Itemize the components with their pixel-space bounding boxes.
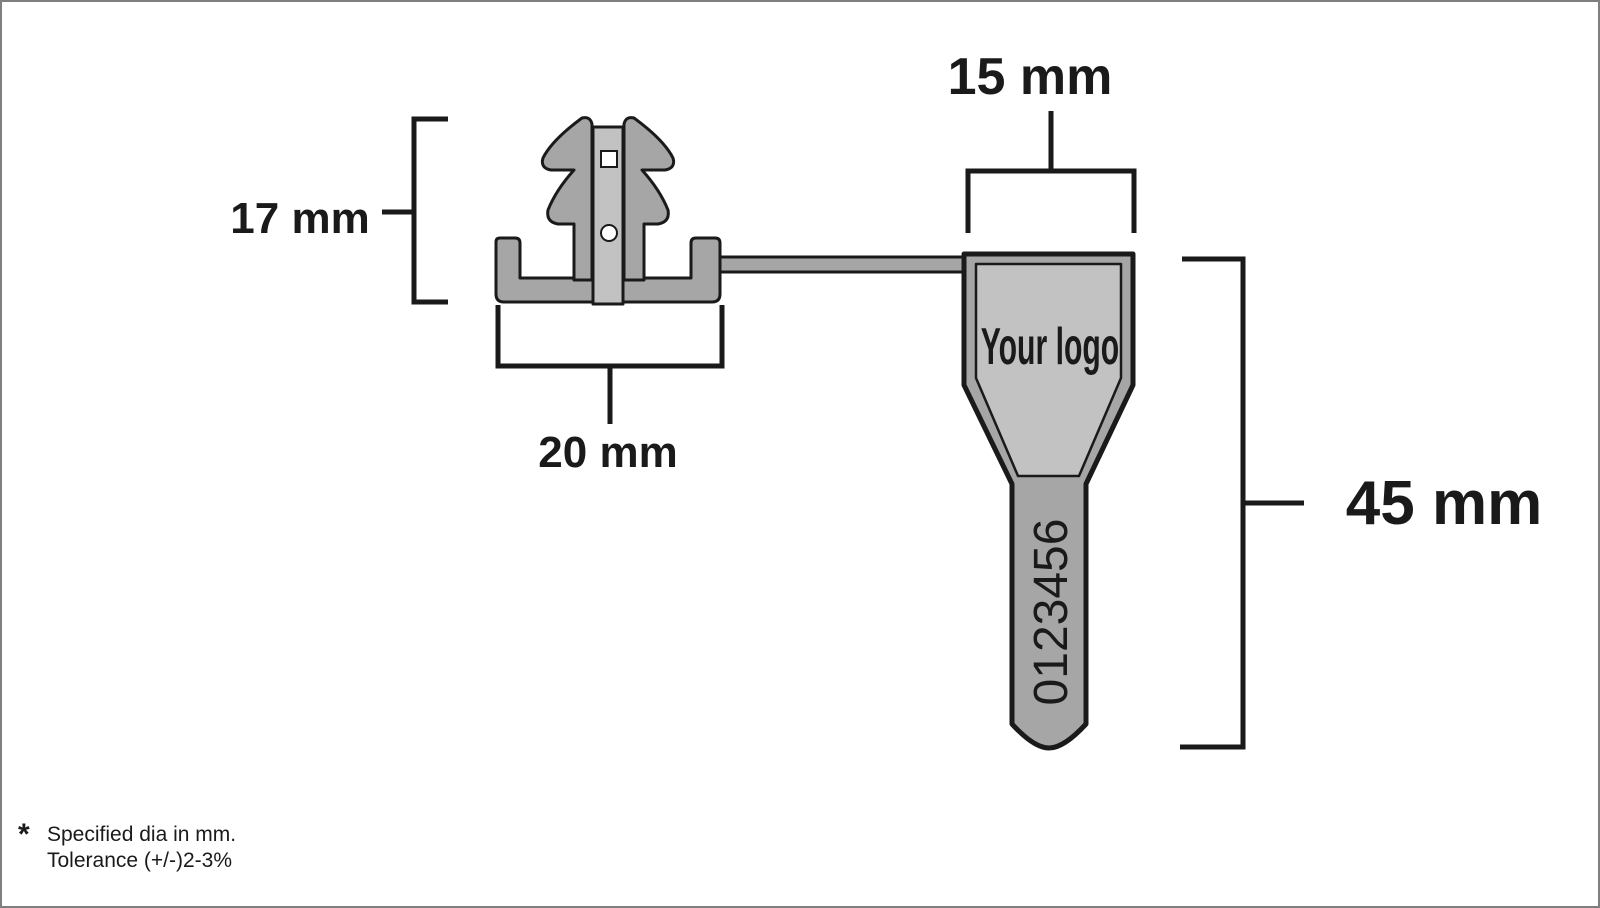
dimension-head-height: 17 mm	[230, 116, 448, 305]
locking-head	[494, 116, 722, 306]
head-base	[494, 236, 722, 304]
asterisk-icon: *	[18, 818, 30, 851]
label-tag-height: 45 mm	[1346, 469, 1542, 538]
footnote-line-tolerance: Tolerance (+/-)2-3%	[47, 849, 232, 872]
footnote: * Specified dia in mm. Tolerance (+/-)2-…	[18, 818, 236, 874]
bracket-base-width	[495, 305, 725, 424]
footnote-text: Specified dia in mm. Tolerance (+/-)2-3%	[47, 822, 236, 874]
dimension-top-width: 15 mm	[948, 48, 1137, 233]
bracket-tag-height	[1180, 256, 1304, 750]
dimension-tag-height: 45 mm	[1180, 256, 1542, 750]
strap	[718, 255, 966, 274]
label-base-width: 20 mm	[538, 428, 677, 477]
pin-round-hole	[600, 224, 618, 242]
tag-serial-number: 0123456	[1025, 519, 1078, 706]
head-left-fin	[540, 116, 594, 282]
tag-logo-text: Your logo	[981, 319, 1119, 376]
tag-inner-panel	[974, 262, 1123, 478]
pin-square-hole	[600, 150, 618, 168]
tag: Your logo 0123456	[961, 251, 1136, 751]
head-right-fin	[622, 116, 676, 282]
bracket-top-width	[965, 111, 1137, 233]
label-head-height: 17 mm	[230, 194, 369, 243]
footnote-line-dia: Specified dia in mm.	[47, 823, 237, 846]
label-top-width: 15 mm	[948, 48, 1113, 106]
dimension-base-width: 20 mm	[495, 305, 725, 477]
bracket-head-height	[382, 116, 448, 305]
